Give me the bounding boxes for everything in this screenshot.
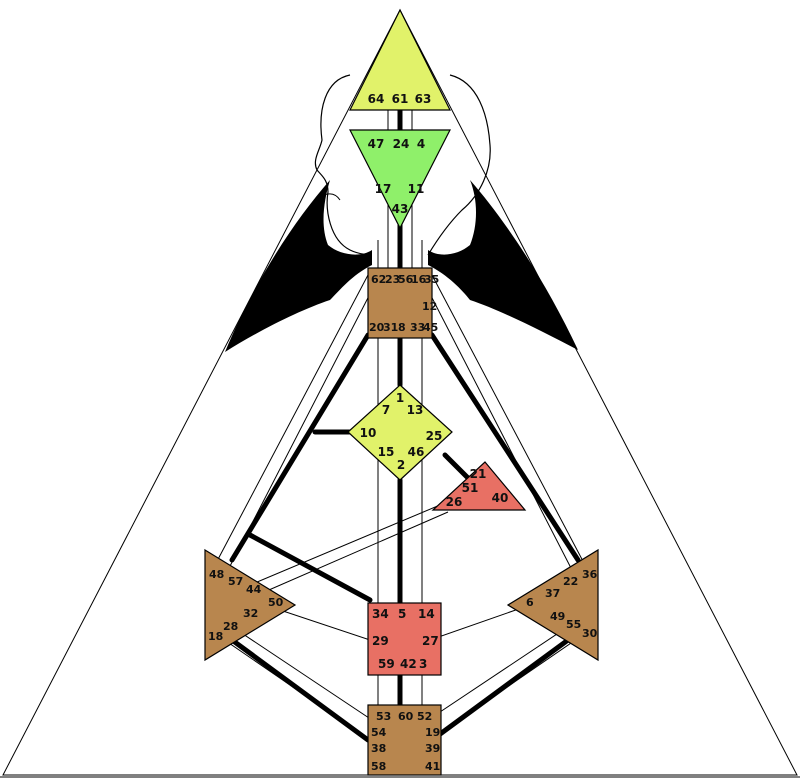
gate-root-0: 53 <box>376 710 391 723</box>
gate-throat-10: 45 <box>423 321 438 334</box>
gate-root-6: 39 <box>425 742 440 755</box>
gate-sacral-0: 34 <box>372 607 389 621</box>
gate-ajna-5: 43 <box>392 202 409 216</box>
gate-ego-3: 40 <box>492 491 509 505</box>
gate-spleen-2: 44 <box>246 583 262 596</box>
gate-sacral-2: 14 <box>418 607 435 621</box>
gate-g-0: 1 <box>396 391 404 405</box>
gate-throat-8: 8 <box>398 321 406 334</box>
gate-g-5: 15 <box>378 445 395 459</box>
gate-root-1: 60 <box>398 710 414 723</box>
center-head: 64 61 63 <box>349 8 451 111</box>
gate-throat-0: 62 <box>371 273 386 286</box>
defined-channels <box>229 97 581 743</box>
gate-ego-0: 21 <box>470 467 487 481</box>
gate-spleen-4: 32 <box>243 607 258 620</box>
center-spleen: 48 57 44 50 32 28 18 <box>204 548 297 662</box>
gate-sacral-5: 59 <box>378 657 395 671</box>
gate-sp-2: 6 <box>526 596 534 609</box>
gate-head-2: 63 <box>415 92 432 106</box>
gate-sp-6: 30 <box>582 627 598 640</box>
gate-ego-2: 26 <box>446 495 463 509</box>
gate-root-2: 52 <box>417 710 432 723</box>
gate-spleen-6: 18 <box>208 630 223 643</box>
gate-g-6: 46 <box>408 445 425 459</box>
gate-sacral-6: 42 <box>400 657 417 671</box>
gate-sacral-7: 3 <box>419 657 427 671</box>
center-sacral: 34 5 14 29 27 59 42 3 <box>367 602 442 676</box>
center-ajna: 47 24 4 17 11 43 <box>349 129 451 230</box>
center-root: 53 60 52 54 19 38 39 58 41 <box>367 704 442 776</box>
gate-sacral-3: 29 <box>372 634 389 648</box>
gate-throat-3: 16 <box>411 273 427 286</box>
gate-sp-0: 36 <box>582 568 598 581</box>
gate-sacral-4: 27 <box>422 634 439 648</box>
gate-throat-7: 31 <box>383 321 398 334</box>
gate-root-3: 54 <box>371 726 387 739</box>
gate-ajna-1: 24 <box>393 137 410 151</box>
gate-throat-5: 12 <box>422 300 437 313</box>
center-g: 1 7 13 10 25 15 46 2 <box>347 384 453 481</box>
gate-sp-4: 49 <box>550 610 565 623</box>
gate-g-7: 2 <box>397 458 405 472</box>
gate-throat-2: 56 <box>398 273 414 286</box>
gate-ego-1: 51 <box>462 481 479 495</box>
gate-ajna-2: 4 <box>417 137 425 151</box>
gate-head-1: 61 <box>392 92 409 106</box>
center-ego: 21 51 26 40 <box>431 461 527 511</box>
gate-g-2: 13 <box>407 403 424 417</box>
gate-spleen-5: 28 <box>223 620 238 633</box>
gate-g-1: 7 <box>382 403 390 417</box>
center-throat: 62 23 56 16 35 12 20 31 8 33 45 <box>367 267 439 339</box>
gate-throat-4: 35 <box>424 273 439 286</box>
gate-sp-3: 37 <box>545 587 560 600</box>
gate-throat-6: 20 <box>369 321 385 334</box>
gate-ajna-0: 47 <box>368 137 385 151</box>
gate-root-8: 41 <box>425 760 440 773</box>
gate-ajna-4: 11 <box>408 182 425 196</box>
gate-throat-9: 33 <box>410 321 425 334</box>
gate-spleen-0: 48 <box>209 568 224 581</box>
gate-root-5: 38 <box>371 742 386 755</box>
gate-throat-1: 23 <box>385 273 400 286</box>
head-silhouette <box>225 74 578 352</box>
gate-sp-5: 55 <box>566 618 581 631</box>
gate-g-4: 25 <box>426 429 443 443</box>
gate-ajna-3: 17 <box>375 182 392 196</box>
gate-g-3: 10 <box>360 426 377 440</box>
gate-spleen-1: 57 <box>228 575 243 588</box>
gate-sp-1: 22 <box>563 575 578 588</box>
channels <box>209 100 591 772</box>
gate-root-4: 19 <box>425 726 440 739</box>
gate-sacral-1: 5 <box>398 607 406 621</box>
gate-head-0: 64 <box>368 92 385 106</box>
center-solar-plexus: 36 22 6 37 49 55 30 <box>506 548 599 662</box>
gate-root-7: 58 <box>371 760 386 773</box>
gate-spleen-3: 50 <box>268 596 284 609</box>
